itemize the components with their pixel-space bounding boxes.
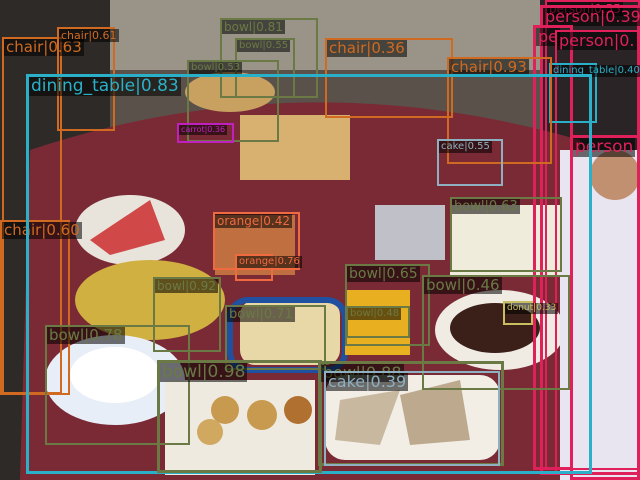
person-face xyxy=(590,150,640,200)
detection-box: chair|0.60 xyxy=(0,220,82,395)
detection-box: bowl|0.65 xyxy=(345,264,430,346)
detection-box: bowl|0.92 xyxy=(153,277,221,352)
detection-label: bowl|0.55 xyxy=(237,40,291,52)
detection-label: chair|0.61 xyxy=(59,29,119,42)
detection-box: chair|0.63 xyxy=(2,37,84,394)
detection-box: carrot|0.36 xyxy=(177,123,234,143)
detection-label: bowl|0.46 xyxy=(424,276,502,294)
detection-box: chair|0.36 xyxy=(325,38,453,118)
person-right xyxy=(560,150,640,480)
detection-label: bowl|0.78 xyxy=(47,326,125,344)
brownies xyxy=(450,303,540,353)
detection-box: bowl|0.78 xyxy=(45,325,190,445)
detection-label: person|0. xyxy=(557,31,637,50)
detection-box: cake|0.55 xyxy=(437,139,503,186)
detection-box: donut|0.33 xyxy=(503,301,559,325)
detection-label: cake|0.39 xyxy=(326,372,409,391)
detection-label: bowl|0.98 xyxy=(160,362,248,382)
detection-box: cake|0.39 xyxy=(324,371,500,466)
detection-label: bowl|0.71 xyxy=(227,307,295,322)
detection-label: dining_table|0.83 xyxy=(29,76,181,96)
detection-label: orange|0.42 xyxy=(215,214,292,228)
detection-label: orange|0.76 xyxy=(237,256,302,268)
detection-box: bowl|0.98 xyxy=(157,360,322,473)
detection-box: bowl|0.71 xyxy=(225,305,326,370)
detection-label: bowl|0.48 xyxy=(348,308,402,320)
detection-label: cake|0.55 xyxy=(439,141,492,153)
detection-box: bowl|0.63 xyxy=(450,197,562,272)
detection-label: pe xyxy=(536,27,560,46)
muffin-1 xyxy=(211,396,239,424)
detection-label: chair|0.63 xyxy=(4,38,84,56)
detection-label: bowl|0.53 xyxy=(189,62,243,74)
pastry-basket xyxy=(240,115,350,180)
foil-tray xyxy=(375,205,445,260)
muffin-box xyxy=(165,380,315,475)
sandwich-1 xyxy=(335,390,400,445)
detection-box: bowl|0.46 xyxy=(422,275,570,390)
detection-label: donut|0.33 xyxy=(505,303,559,314)
detection-label: person|0.39 xyxy=(543,8,640,26)
detection-label: bowl|0.81 xyxy=(222,20,285,34)
detection-box: chair|0.93 xyxy=(447,57,552,164)
detection-label: bowl|0.92 xyxy=(155,279,218,293)
plates-inner xyxy=(70,347,160,403)
detection-label: bowl|0.63 xyxy=(452,199,520,214)
muffin-4 xyxy=(197,419,223,445)
sandwich-2 xyxy=(400,380,470,445)
detection-label: chair|0.60 xyxy=(2,221,82,239)
detection-box: orange|0.76 xyxy=(235,254,302,281)
detection-box: orange|0.42 xyxy=(213,212,300,270)
detection-box: bowl|0.48 xyxy=(346,306,410,338)
detection-label: chair|0.93 xyxy=(449,58,529,76)
snacks-bowl xyxy=(185,72,275,112)
detection-label: bowl|0.65 xyxy=(347,266,420,282)
muffin-3 xyxy=(284,396,312,424)
watermelon-slices xyxy=(90,200,165,255)
detection-label: chair|0.36 xyxy=(327,39,407,57)
muffin-2 xyxy=(247,400,277,430)
detection-label: carrot|0.36 xyxy=(179,125,228,135)
